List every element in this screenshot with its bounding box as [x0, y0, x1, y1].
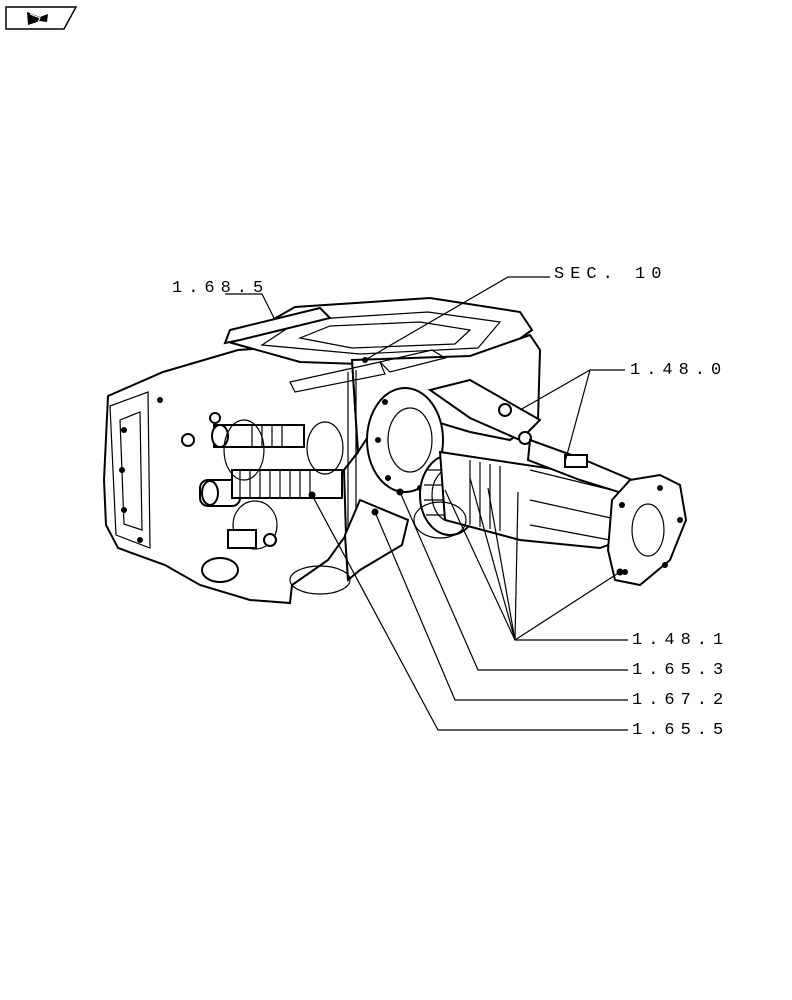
callout-1-68-5[interactable]: 1.68.5: [172, 279, 269, 298]
callout-sec-10[interactable]: SEC. 10: [554, 265, 667, 284]
transmission-housing: [102, 296, 688, 605]
marker-1-48-1: [616, 568, 624, 576]
marker-sec-10: [362, 357, 368, 363]
callout-1-67-2[interactable]: 1.67.2: [632, 691, 729, 710]
callout-1-65-3[interactable]: 1.65.3: [632, 661, 729, 680]
marker-1-67-2: [371, 508, 379, 516]
marker-1-65-3: [396, 488, 404, 496]
callout-1-48-1[interactable]: 1.48.1: [632, 631, 729, 650]
marker-1-65-5: [308, 491, 316, 499]
callout-1-65-5[interactable]: 1.65.5: [632, 721, 729, 740]
back-arrow-icon: [27, 12, 48, 25]
nav-back-button[interactable]: [5, 6, 78, 30]
callout-1-48-0[interactable]: 1.48.0: [630, 361, 727, 380]
leader-lines: [225, 276, 628, 731]
